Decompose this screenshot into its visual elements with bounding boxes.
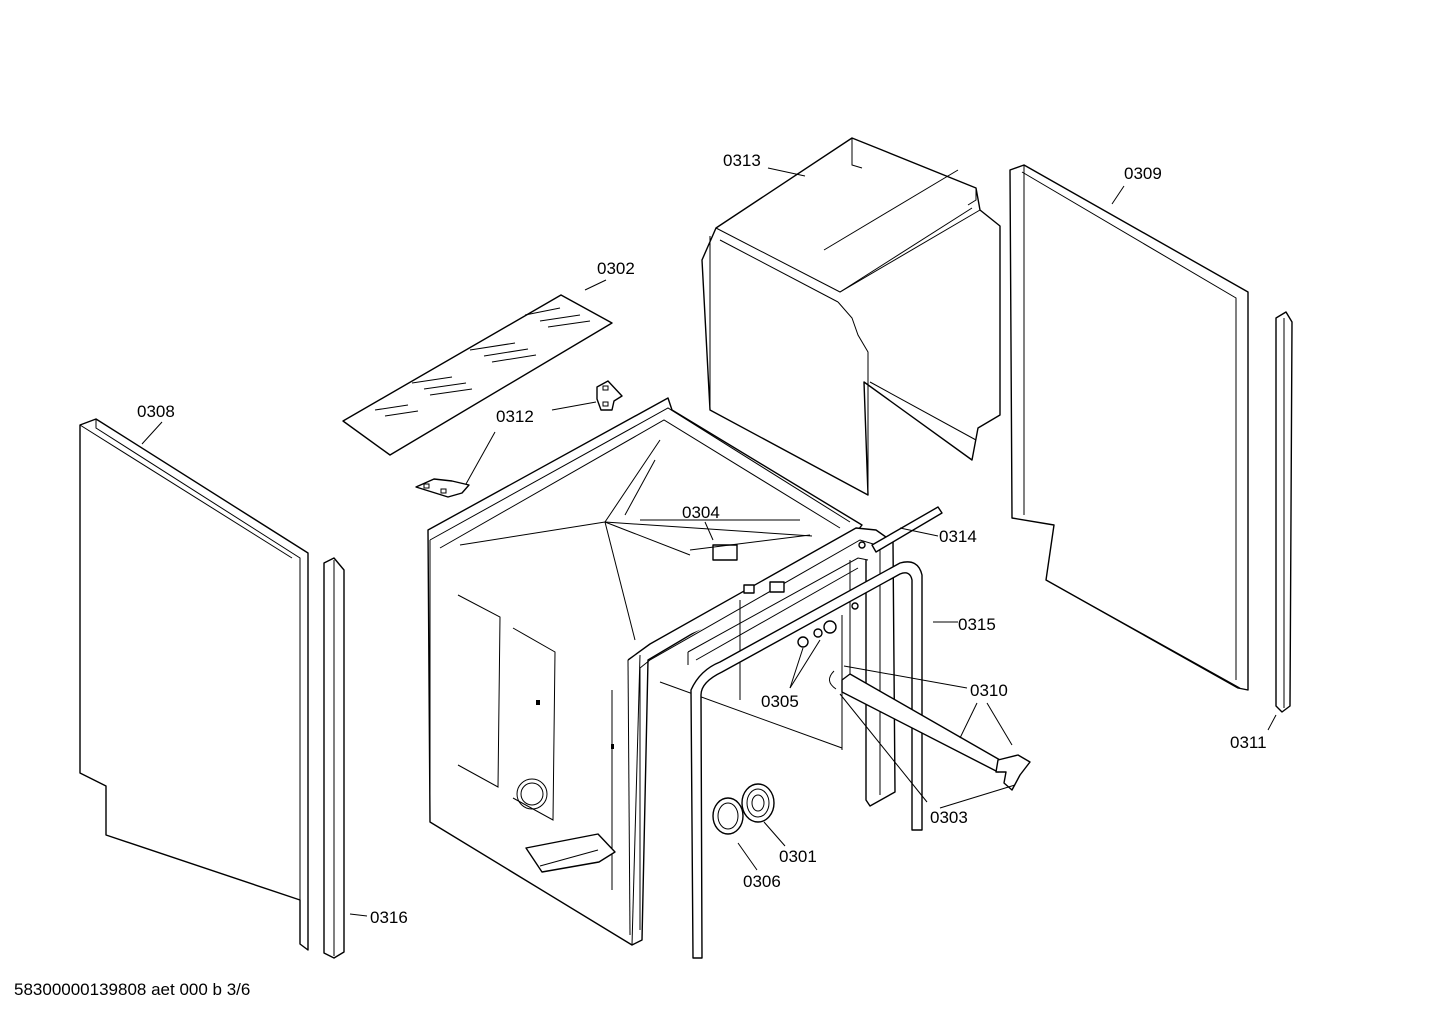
label-0314: 0314 <box>939 527 977 546</box>
part-0301-filter <box>741 783 775 823</box>
part-0302-insulation-mat <box>342 294 613 456</box>
part-0313-top-cover <box>701 137 1001 496</box>
part-0310-rod <box>841 673 1031 791</box>
label-0306: 0306 <box>743 872 781 891</box>
label-0309: 0309 <box>1124 164 1162 183</box>
part-0308-left-side-panel <box>79 418 309 951</box>
part-0315-seal <box>690 561 923 959</box>
label-0315: 0315 <box>958 615 996 634</box>
label-0305: 0305 <box>761 692 799 711</box>
part-0312-bracket-lower <box>415 478 470 498</box>
label-0310: 0310 <box>970 681 1008 700</box>
drawing-reference-code: 58300000139808 aet 000 b 3/6 <box>14 980 251 999</box>
label-0303: 0303 <box>930 808 968 827</box>
label-0311: 0311 <box>1230 733 1267 752</box>
part-0311-right-strip <box>1275 311 1293 713</box>
label-0316: 0316 <box>370 908 408 927</box>
part-0312-bracket-upper <box>596 380 623 411</box>
label-0304: 0304 <box>682 503 720 522</box>
label-0302: 0302 <box>597 259 635 278</box>
label-0301: 0301 <box>779 847 817 866</box>
leader-lines <box>141 167 1277 917</box>
part-labels: 0302 0312 0308 0313 0309 0304 0314 0315 … <box>137 151 1267 927</box>
label-0312: 0312 <box>496 407 534 426</box>
label-0308: 0308 <box>137 402 175 421</box>
label-0313: 0313 <box>723 151 761 170</box>
main-tub <box>427 397 896 946</box>
part-0306-ring <box>712 797 744 835</box>
part-0309-right-panel <box>1009 164 1249 691</box>
part-0316-left-strip <box>323 557 345 959</box>
